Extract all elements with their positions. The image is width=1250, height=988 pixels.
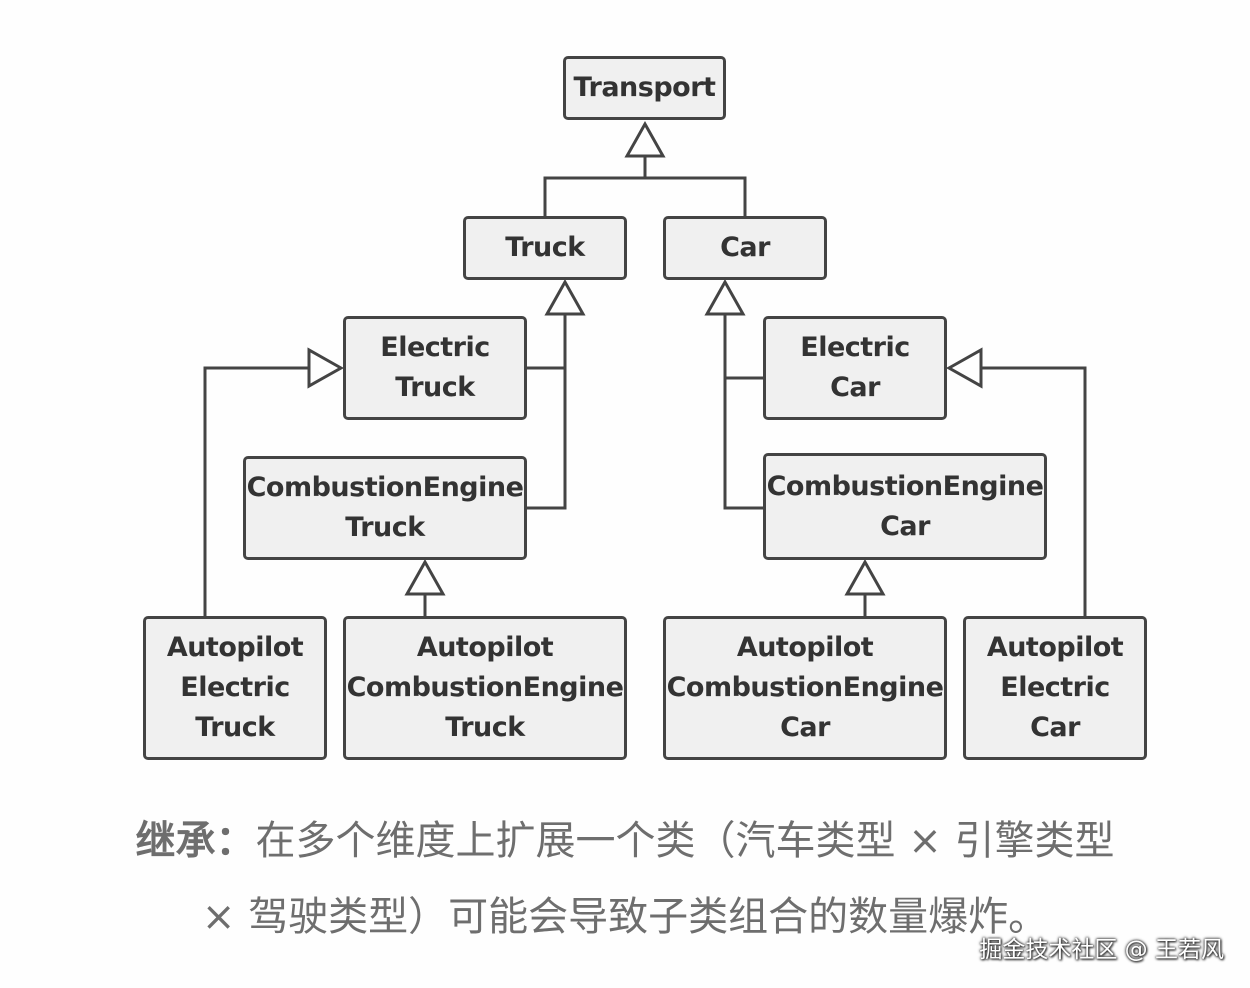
inherit-arrowhead-truck	[544, 278, 586, 316]
class-name-line: Truck	[445, 712, 525, 743]
class-name-line: Electric	[1000, 672, 1110, 703]
caption-text-1: 在多个维度上扩展一个类（汽车类型 × 引擎类型	[255, 818, 1115, 864]
caption-line-1: 继承：在多个维度上扩展一个类（汽车类型 × 引擎类型	[0, 808, 1250, 866]
class-name-line: Autopilot	[416, 632, 554, 663]
class-name-line: Car	[880, 510, 930, 542]
class-name-line: Autopilot	[986, 632, 1124, 663]
class-name-line: Truck	[505, 232, 585, 263]
class-name-line: CombustionEngine	[246, 472, 524, 503]
watermark: 掘金技术社区 @ 王若风	[979, 937, 1224, 963]
class-name-line: Car	[720, 232, 770, 263]
class-name-line: Car	[830, 372, 880, 403]
class-name-line: CombustionEngine	[346, 672, 624, 703]
class-name-line: Electric	[180, 672, 290, 703]
class-name-line: Autopilot	[166, 632, 304, 663]
class-name-line: Electric	[380, 332, 490, 363]
class-name-line: Truck	[345, 512, 425, 543]
arrow-line-combustion-car-car	[723, 314, 764, 510]
inherit-arrowhead-combustion-car	[844, 558, 886, 596]
class-name-line: CombustionEngine	[666, 672, 944, 703]
inherit-arrowhead-electric-truck	[307, 347, 345, 389]
class-name-line: Truck	[195, 712, 275, 743]
inherit-arrowhead-transport	[624, 120, 666, 158]
class-name-line: Truck	[395, 372, 475, 403]
arrow-line-ap-electric-truck	[203, 366, 309, 616]
inherit-arrowhead-car	[704, 278, 746, 316]
inherit-arrowhead-combustion-truck	[404, 558, 446, 596]
arrow-line-ap-electric-car	[981, 366, 1087, 616]
class-name-line: Transport	[573, 72, 716, 103]
arrow-line-combustion-truck-truck	[525, 314, 567, 510]
class-name-line: CombustionEngine	[766, 470, 1044, 502]
class-car: Car	[663, 216, 827, 280]
class-name-line: Car	[780, 712, 830, 743]
class-name-line: Autopilot	[736, 632, 874, 663]
caption-bold-label: 继承：	[135, 818, 256, 864]
class-name-line: Electric	[800, 332, 910, 363]
class-truck: Truck	[463, 216, 627, 280]
arrow-line-truck-transport	[543, 176, 747, 216]
caption-text-2: × 驾驶类型）可能会导致子类组合的数量爆炸。	[201, 894, 1049, 940]
class-transport: Transport	[563, 56, 726, 120]
class-name-line: Car	[1030, 712, 1080, 743]
caption-line-2: × 驾驶类型）可能会导致子类组合的数量爆炸。	[0, 884, 1250, 942]
inherit-arrowhead-electric-car	[945, 347, 983, 389]
